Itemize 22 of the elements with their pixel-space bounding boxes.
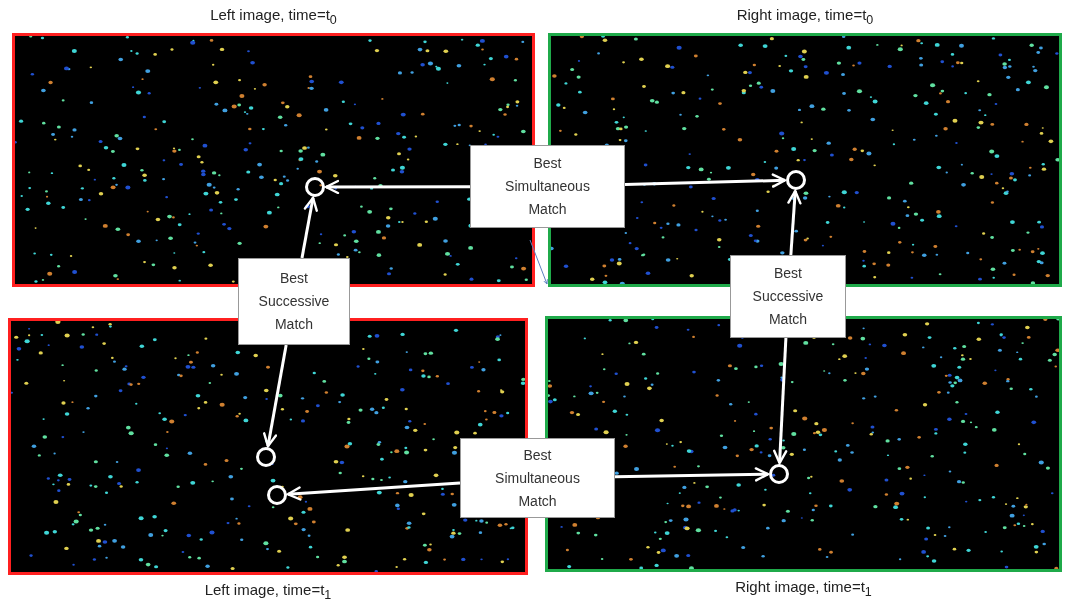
marker-circle (305, 177, 325, 197)
arrow (772, 337, 788, 465)
image-caption: Right image, time=t$_{0}$ (736, 6, 874, 27)
match-label-box: Best Successive Match (238, 258, 350, 345)
arrow (614, 467, 770, 482)
image-caption: Left image, time=t$_{1}$ (204, 581, 332, 602)
arrow (324, 179, 470, 195)
arrow (300, 196, 318, 259)
marker-circle (786, 170, 806, 190)
match-label-box: Best Simultaneous Match (470, 145, 625, 228)
marker-circle (256, 447, 276, 467)
image-caption: Left image, time=t$_{0}$ (210, 6, 337, 27)
image-caption: Right image, time=t$_{1}$ (735, 578, 872, 599)
arrow (529, 239, 548, 285)
marker-circle (267, 485, 287, 505)
arrow (286, 481, 461, 501)
arrow (262, 344, 288, 448)
match-label-box: Best Simultaneous Match (460, 438, 615, 518)
arrow (624, 173, 787, 188)
arrow (787, 189, 802, 256)
match-label-box: Best Successive Match (730, 255, 846, 338)
marker-circle (769, 464, 789, 484)
